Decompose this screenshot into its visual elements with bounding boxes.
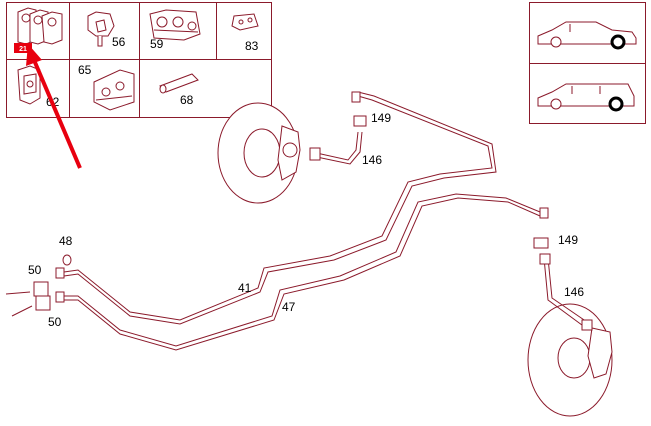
brake-line-47 — [64, 193, 548, 347]
callout-48: 48 — [59, 234, 73, 248]
callout-47: 47 — [282, 300, 296, 314]
callout-41: 41 — [238, 281, 252, 295]
fittings — [5, 91, 593, 331]
parts-grid-cell-59[interactable]: 59 — [149, 9, 201, 51]
fitting-50-top — [33, 281, 49, 297]
callout-50-top: 50 — [28, 263, 42, 277]
wagon-icon[interactable] — [537, 83, 635, 112]
sedan-icon[interactable] — [537, 21, 637, 50]
clip-21-icon — [17, 7, 63, 45]
parts-grid-cell-56[interactable]: 56 — [87, 11, 126, 49]
master-cyl-line-1 — [5, 291, 31, 295]
callout-146-top: 146 — [362, 153, 382, 167]
rear-brake-hose — [543, 257, 587, 329]
brake-line-41 — [63, 95, 493, 321]
parts-grid-cell-21[interactable]: 21 — [14, 7, 63, 53]
brake-lines — [63, 91, 591, 351]
parts-grid-cell-68[interactable]: 68 — [159, 73, 199, 107]
clip-62-icon — [17, 65, 41, 105]
part-number-21: 21 — [19, 46, 27, 53]
callout-149-bottom: 149 — [558, 233, 578, 247]
parts-grid-cell-83[interactable]: 83 — [231, 13, 259, 53]
fitting-rear-line — [539, 207, 549, 219]
nut-41 — [55, 267, 65, 279]
part-number-56: 56 — [112, 35, 126, 49]
clip-59-icon — [149, 9, 201, 41]
fitting-48 — [62, 254, 72, 266]
parts-grid-cell-65[interactable]: 65 — [78, 63, 135, 111]
callout-149-top: 149 — [371, 111, 391, 125]
clip-56-icon — [87, 11, 115, 47]
part-number-83: 83 — [245, 39, 259, 53]
part-number-68: 68 — [180, 93, 194, 107]
part-number-65: 65 — [78, 63, 92, 77]
fitting-rear-top — [539, 253, 551, 265]
callouts: 48 50 50 41 47 149 146 149 146 — [28, 111, 584, 329]
highlight-pointer-arrow — [26, 44, 82, 169]
callout-146-bottom: 146 — [564, 285, 584, 299]
master-cyl-line-2 — [11, 305, 33, 317]
clip-65-icon — [93, 69, 135, 111]
fitting-front-disc — [309, 147, 321, 161]
part-number-highlight — [14, 43, 32, 53]
brake-disc-front — [217, 102, 301, 204]
part-number-59: 59 — [150, 37, 164, 51]
front-brake-hose — [311, 131, 359, 161]
vehicle-variant-selector — [529, 2, 646, 124]
fitting-front-top — [351, 91, 361, 103]
fitting-50-bottom — [35, 295, 51, 311]
clip-149-top — [353, 115, 367, 127]
fitting-rear-disc — [581, 319, 593, 331]
nut-47 — [55, 291, 65, 303]
callout-50-bottom: 50 — [48, 315, 62, 329]
sleeve-68-icon — [159, 73, 199, 94]
clip-83-icon — [231, 13, 259, 31]
brake-disc-rear — [527, 303, 613, 417]
clip-149-bottom — [533, 237, 549, 249]
